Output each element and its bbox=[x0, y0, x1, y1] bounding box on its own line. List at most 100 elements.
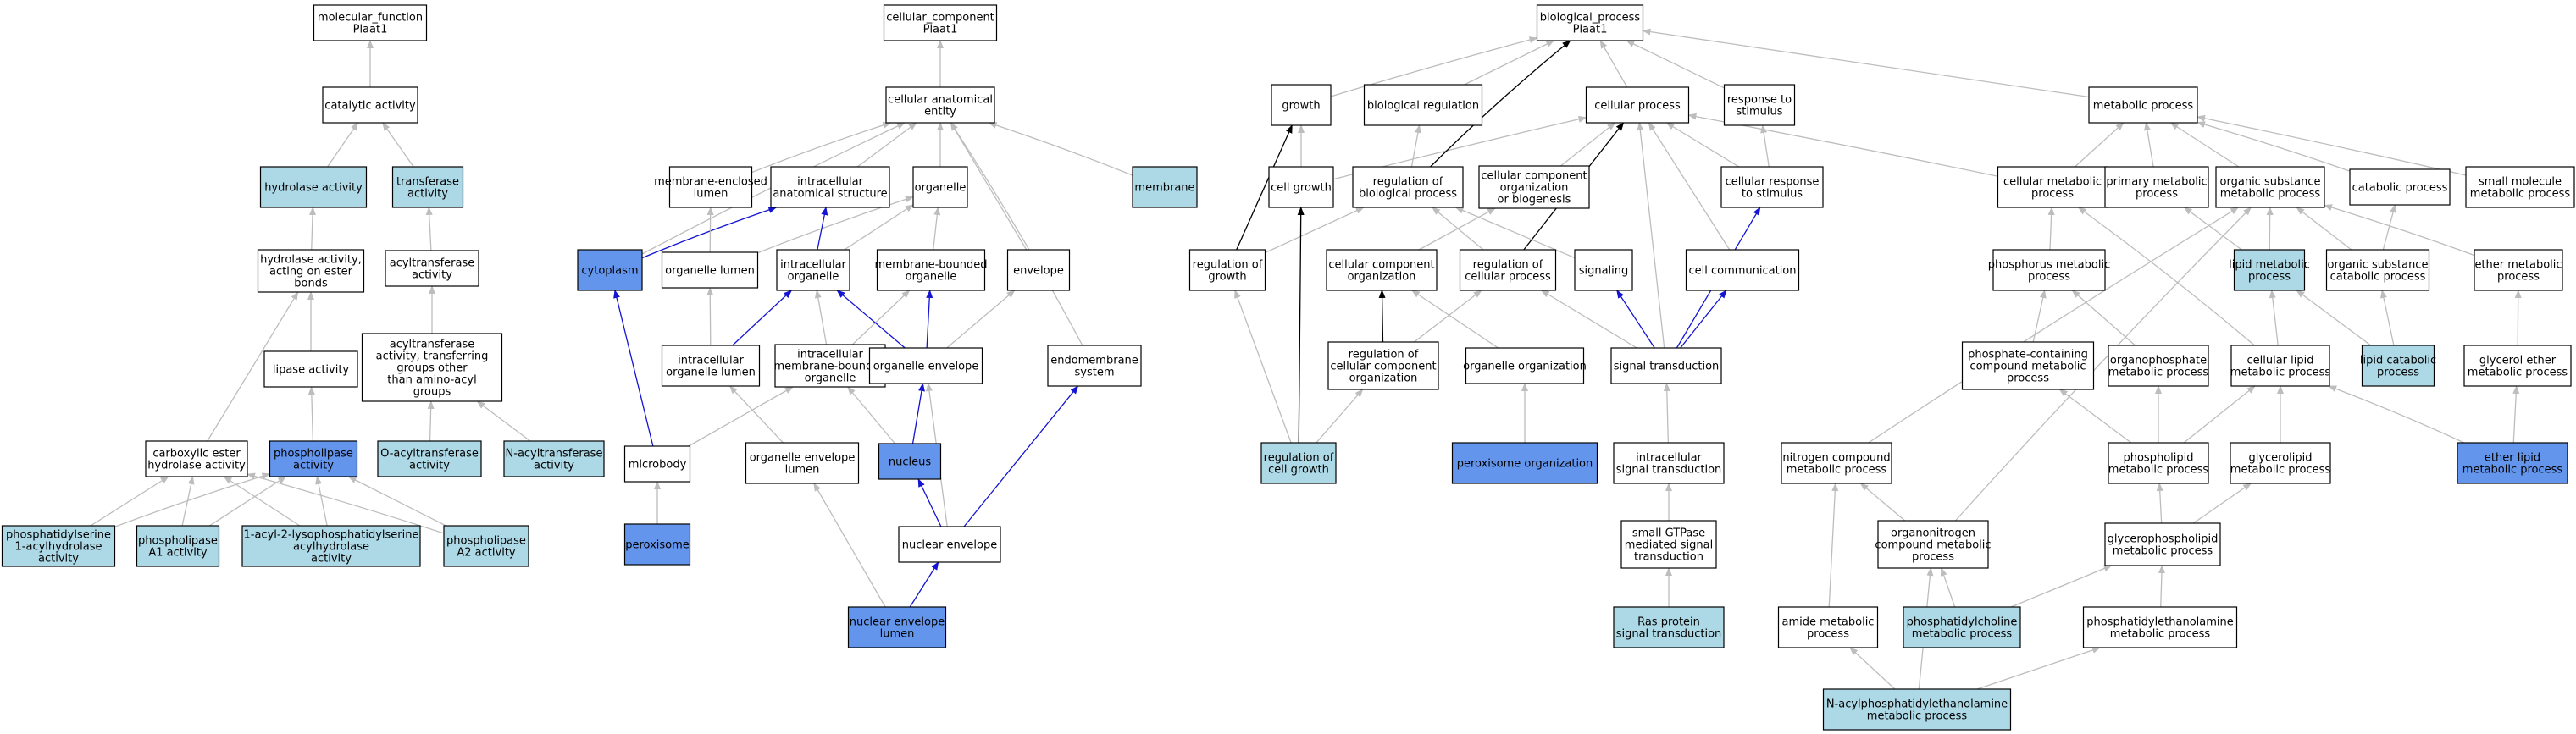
node-box bbox=[883, 4, 998, 41]
edge-phospholipid-to-phosphate_cont bbox=[2058, 389, 2132, 444]
go-term-node-cell-growth[interactable]: cell growth bbox=[1268, 166, 1334, 208]
go-term-node-cell-proc[interactable]: cellular process bbox=[1585, 86, 1690, 124]
edge-glycerophos-to-glycerolipid bbox=[2192, 483, 2252, 524]
node-label-line: metabolic process bbox=[2462, 464, 2563, 477]
go-term-node-catab[interactable]: catabolic process bbox=[2349, 168, 2451, 206]
go-term-node-membrane[interactable]: membrane bbox=[1132, 166, 1198, 208]
node-box bbox=[885, 86, 995, 124]
go-term-node-sig-trans[interactable]: signal transduction bbox=[1610, 347, 1722, 384]
go-term-node-peroxisome[interactable]: peroxisome bbox=[623, 523, 691, 566]
go-term-node-nacyl-pe[interactable]: N-acylphosphatidylethanolaminemetabolic … bbox=[1822, 688, 2012, 731]
edge-ptdcho-to-organonitro bbox=[1940, 567, 1956, 608]
go-term-node-organelle-org[interactable]: organelle organization bbox=[1463, 347, 1587, 384]
go-term-node-cell-comm[interactable]: cell communication bbox=[1685, 249, 1800, 291]
go-term-node-lipase[interactable]: lipase activity bbox=[263, 350, 358, 388]
go-term-node-organelle[interactable]: organelle bbox=[912, 166, 968, 208]
go-term-node-lyso[interactable]: 1-acyl-2-lysophosphatidylserineacylhydro… bbox=[241, 525, 421, 567]
go-term-node-org-env[interactable]: organelle envelope bbox=[868, 347, 983, 384]
go-term-node-catalytic[interactable]: catalytic activity bbox=[322, 86, 418, 124]
node-label-line: organelle bbox=[788, 271, 839, 284]
go-term-node-hydrolase[interactable]: hydrolase activity bbox=[259, 166, 368, 208]
go-term-node-nuc-env[interactable]: nuclear envelope bbox=[898, 526, 1001, 563]
node-label-line: than amino-acyl bbox=[387, 374, 476, 387]
go-term-node-cytoplasm[interactable]: cytoplasm bbox=[577, 249, 643, 291]
edge-glycerophos-to-phospholipid bbox=[2156, 483, 2163, 524]
edge-mem_bound-to-organelle bbox=[933, 207, 941, 251]
go-term-node-microbody[interactable]: microbody bbox=[623, 445, 691, 483]
node-box bbox=[1260, 442, 1337, 484]
edge-org_env-to-envelope bbox=[946, 290, 1016, 349]
go-term-node-growth[interactable]: growth bbox=[1271, 84, 1332, 126]
go-term-node-bio-reg[interactable]: biological regulation bbox=[1363, 84, 1483, 126]
go-term-node-ps1[interactable]: phosphatidylserine1-acylhydrolaseactivit… bbox=[1, 525, 116, 567]
go-term-node-envelope[interactable]: envelope bbox=[1006, 249, 1071, 291]
go-term-node-signaling[interactable]: signaling bbox=[1574, 249, 1633, 291]
node-box bbox=[1903, 606, 2021, 648]
go-term-node-perox-org[interactable]: peroxisome organization bbox=[1451, 442, 1598, 484]
go-term-node-nucleus[interactable]: nucleus bbox=[878, 443, 942, 480]
go-term-node-org-lumen[interactable]: organelle lumen bbox=[661, 251, 759, 289]
node-label-line: organelle organization bbox=[1463, 361, 1587, 373]
go-term-node-metab[interactable]: metabolic process bbox=[2088, 86, 2198, 124]
edge-lyso-to-phospholipase bbox=[315, 476, 328, 527]
edge-org_env-to-mem_bound bbox=[926, 290, 933, 349]
